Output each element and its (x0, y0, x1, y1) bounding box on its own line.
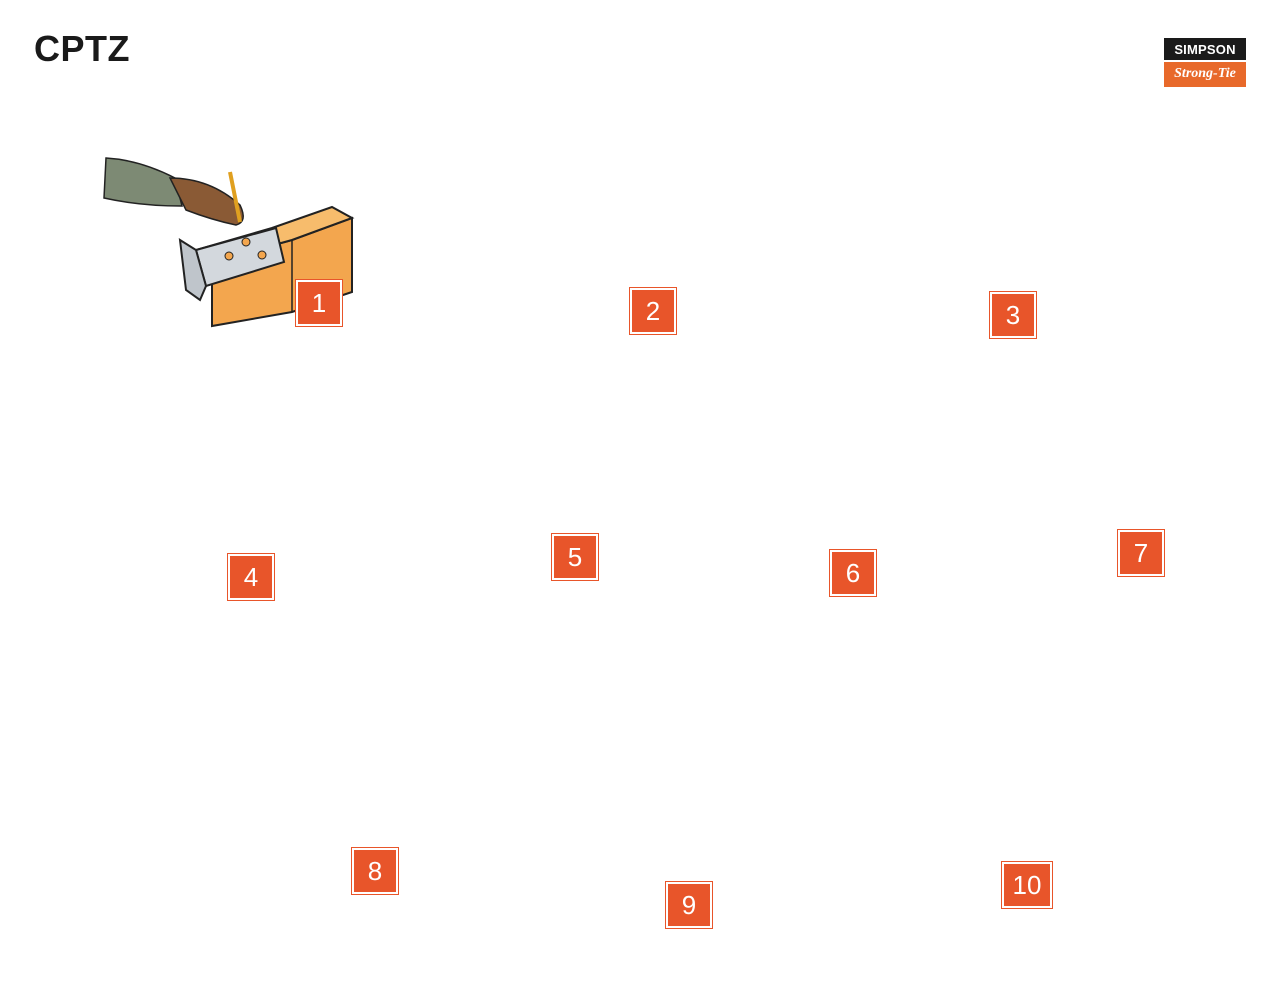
step-badge-3: 3 (990, 292, 1036, 338)
step-badge-2: 2 (630, 288, 676, 334)
page-title: CPTZ (34, 28, 130, 69)
logo-top-text: SIMPSON (1164, 38, 1246, 60)
step-badge-7: 7 (1118, 530, 1164, 576)
step-badge-10: 10 (1002, 862, 1052, 908)
step-badge-4: 4 (228, 554, 274, 600)
step-badge-5: 5 (552, 534, 598, 580)
step-badge-8: 8 (352, 848, 398, 894)
step-badge-9: 9 (666, 882, 712, 928)
step-badge-6: 6 (830, 550, 876, 596)
brand-logo: SIMPSON Strong-Tie (1164, 38, 1246, 87)
step-badge-1: 1 (296, 280, 342, 326)
logo-bottom-text: Strong-Tie (1164, 62, 1246, 87)
